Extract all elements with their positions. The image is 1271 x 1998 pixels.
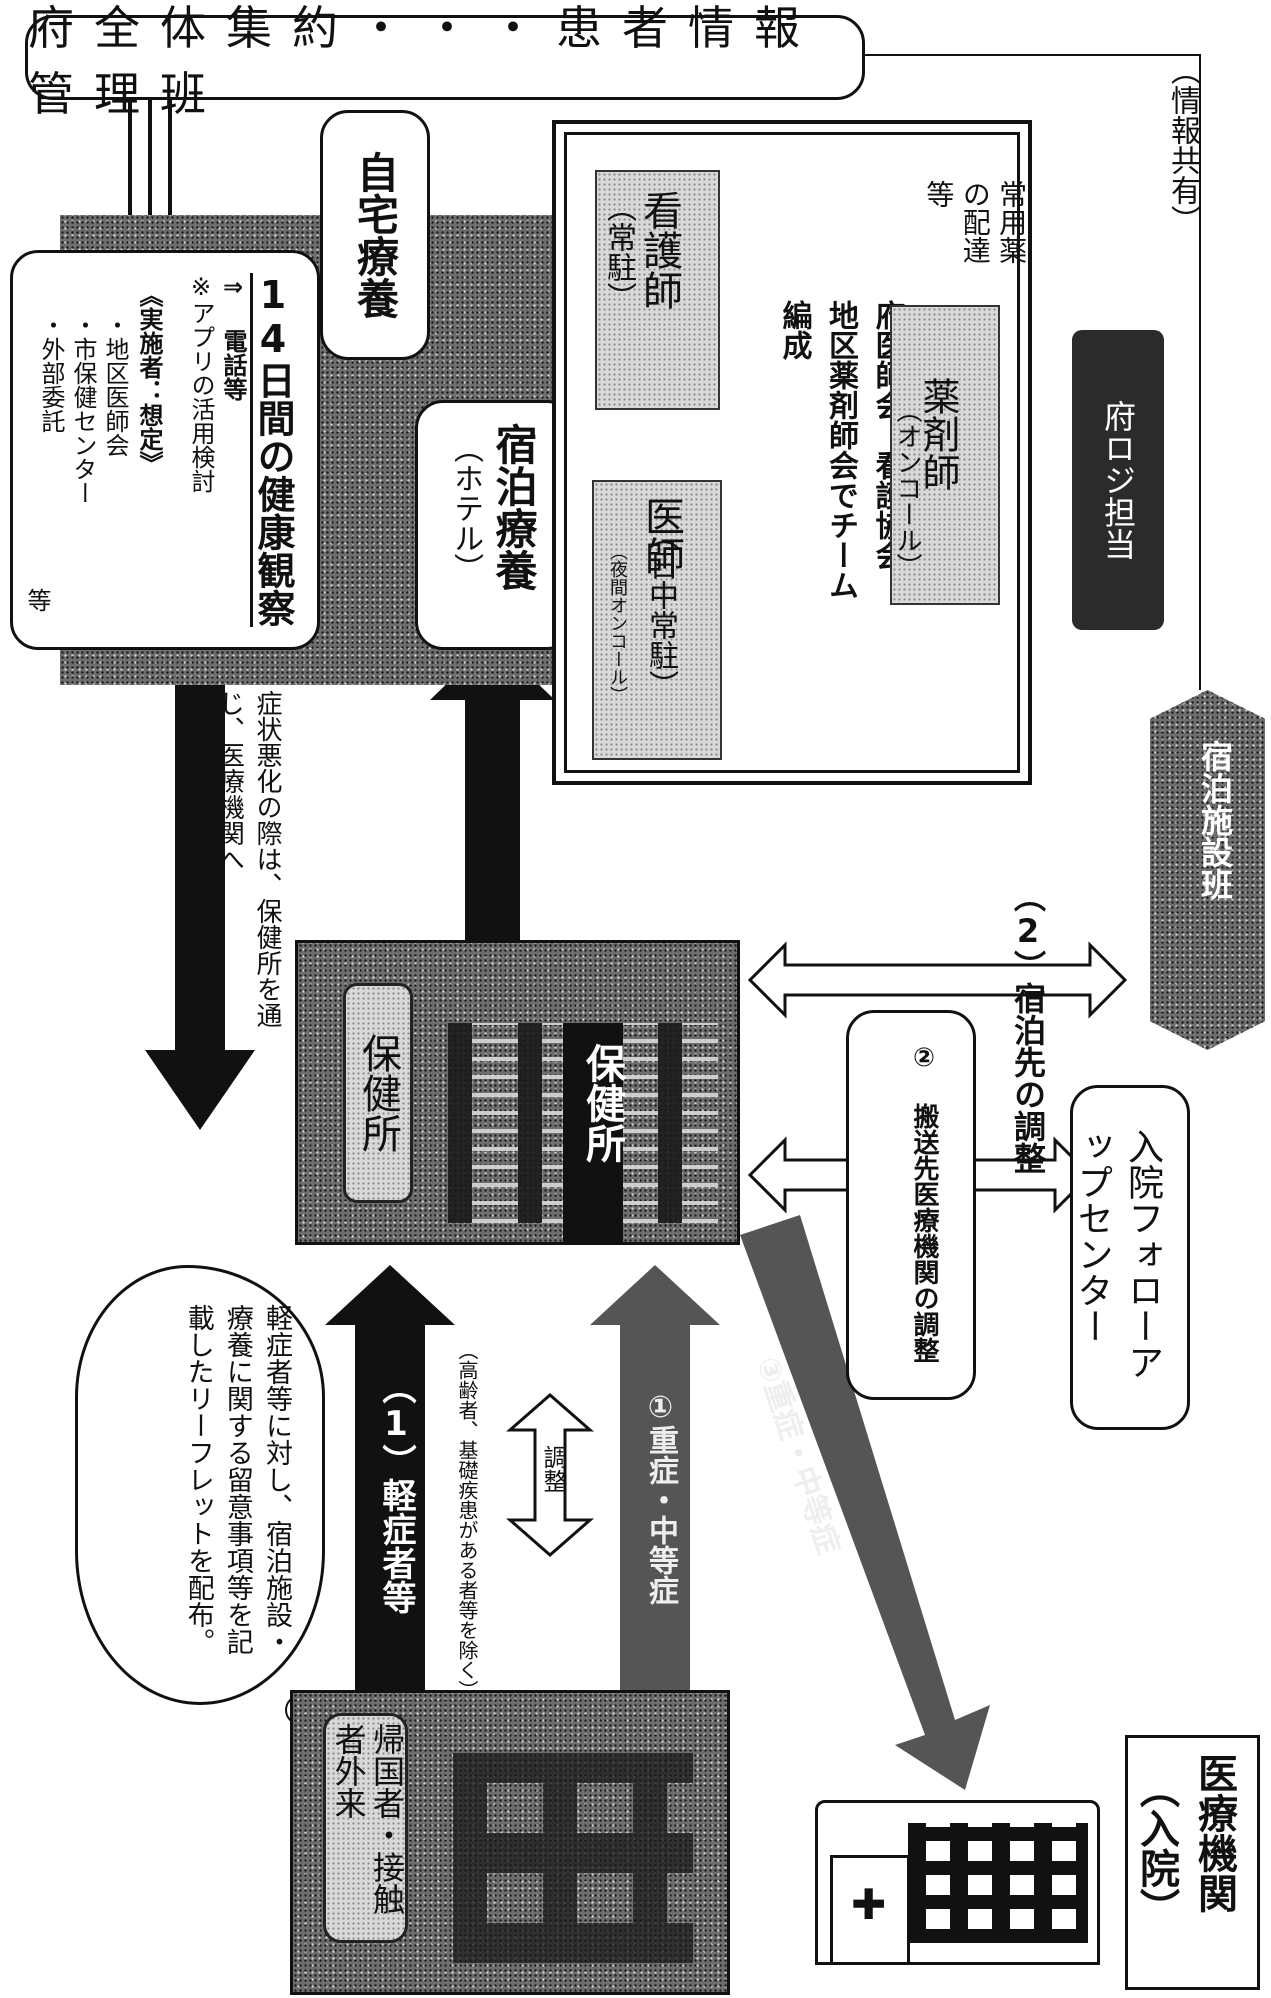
leaflet-text: 軽症者等に対し、宿泊施設・療養に関する留意事項等を記載したリーフレットを配布。 (182, 1304, 292, 1655)
arrow-severe-diag (740, 1215, 990, 1790)
nurse-box: 看護師 （常駐） (595, 170, 720, 410)
hospital-tower: ✚ (830, 1855, 910, 1965)
severe-left-label: ①重症・中等症 (643, 1390, 678, 1605)
doctor-note: （夜間オンコール） (607, 542, 628, 704)
info-share-label: （情報共有） (1160, 55, 1204, 275)
arrow-mild-to-hotel (430, 640, 555, 940)
top-banner-text: 府全体集約・・・患者情報管理班 (28, 0, 820, 121)
health-center-label-box: 保健所 (343, 983, 413, 1203)
hospital-label2: （入院） (1133, 1768, 1179, 1928)
hospital-label1: 医療機関 (1191, 1753, 1237, 1913)
symptom-note: 症状悪化の際は、保健所を通じ、医療機関へ (214, 690, 282, 1028)
home-care-label: 自宅療養 (350, 151, 400, 319)
adjust-transport-label: ② 搬送先医療機関の調整 (909, 1043, 939, 1363)
top-banner: 府全体集約・・・患者情報管理班 (25, 1, 865, 121)
origin-building: 帰国者・接触者外来 (290, 1690, 730, 1995)
health-observation-line2: ※アプリの活用検討 (187, 273, 215, 493)
arrow-symptom-worsen (145, 655, 255, 1130)
origin-label: 帰国者・接触者外来 (329, 1723, 406, 1915)
health-center-building-label: 保健所 (579, 1043, 625, 1163)
hotel-care-sub: （ホテル） (448, 433, 483, 583)
health-center-label: 保健所 (355, 1033, 401, 1153)
home-care-box: 自宅療養 (320, 110, 430, 360)
mild-arrow-top-label: 軽症者等 (474, 730, 514, 866)
pharmacist-label: 薬剤師 (916, 377, 960, 491)
adjust-label: 調整 (539, 1445, 567, 1493)
health-center-building-label-bg (563, 1023, 623, 1243)
health-observation-etc: 等 (23, 588, 51, 612)
medical-team-inner-frame (564, 132, 1020, 773)
leaflet-cloud: 軽症者等に対し、宿泊施設・療養に関する留意事項等を記載したリーフレットを配布。 (75, 1265, 325, 1705)
origin-label-box (323, 1713, 408, 1943)
origin-windows (453, 1753, 693, 1963)
adjust-lodging-label: （2）宿泊先の調整 (1009, 880, 1047, 1174)
logistics-label: 府ロジ担当 (1099, 400, 1137, 560)
arrow-severe-left (590, 1265, 720, 1720)
pharmacist-box: 薬剤師 （オンコール） (890, 305, 1000, 605)
doctor-box: 医師 （日中常駐） （夜間オンコール） (592, 480, 722, 760)
health-center-building: 保健所 保健所 (295, 940, 740, 1245)
hospital-cross-icon: ✚ (851, 1880, 887, 1929)
health-observation-title: 14日間の健康観察 (251, 273, 295, 627)
nurse-sub: （常駐） (601, 192, 636, 312)
facility-team-label: 宿泊施設班 (1196, 740, 1234, 900)
info-share-text: （情報共有） (1165, 55, 1200, 235)
health-observation-item3: ・外部委託 (37, 313, 65, 433)
followup-center-label: 入院フォローアップセンター (1071, 1128, 1163, 1380)
adjust-double-arrow (506, 1393, 594, 1557)
facility-team-box (1150, 690, 1265, 1050)
lodging-double-arrow (747, 941, 1128, 1019)
medicine-delivery: 常用薬の配達等 (922, 180, 1029, 264)
doctor-label: 医師 (638, 496, 684, 576)
doctor-sub-visible: （日中常駐） (643, 520, 678, 700)
pharmacist-sub: （オンコール） (892, 397, 922, 579)
hotel-care-box: 宿泊療養 （ホテル） (415, 400, 575, 650)
health-observation-implementer: 《実施者：想定》 (135, 283, 163, 475)
info-share-line (860, 54, 1201, 690)
nurse-label: 看護師 (636, 190, 682, 310)
health-observation-line1: ⇒ 電話等 (219, 273, 247, 401)
mild-left-note: （高齢者、基礎疾患がある者等を除く） (455, 1340, 479, 1700)
followup-center-box: 入院フォローアップセンター (1070, 1085, 1190, 1430)
hospital-windows (908, 1823, 1088, 1943)
hotel-care-title: 宿泊療養 (489, 423, 538, 591)
hospital-label-box: 医療機関 （入院） (1125, 1735, 1260, 1990)
health-observation-item1: ・地区医師会 (101, 313, 129, 457)
arrow-mild-left (325, 1265, 455, 1720)
logistics-box: 府ロジ担当 (1072, 330, 1164, 630)
adjust-transport-box: ② 搬送先医療機関の調整 (846, 1010, 976, 1400)
mild-left-label: （1）軽症者等 (376, 1370, 416, 1614)
health-observation-item2: ・市保健センター (69, 313, 97, 505)
health-observation-box: 14日間の健康観察 ⇒ 電話等 ※アプリの活用検討 《実施者：想定》 ・地区医師… (10, 250, 320, 650)
